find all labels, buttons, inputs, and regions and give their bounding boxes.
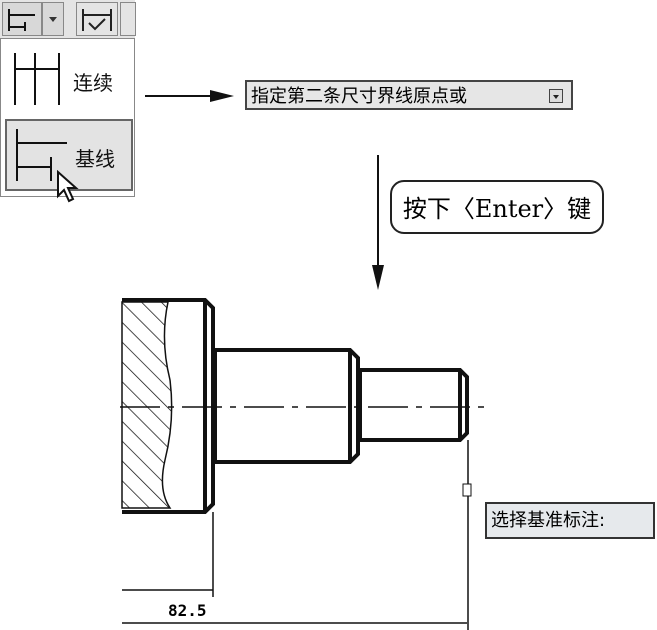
grip-handle[interactable] bbox=[462, 483, 472, 497]
hatched-section bbox=[121, 301, 173, 509]
toolbar-button-partial[interactable] bbox=[120, 2, 136, 36]
menu-item-label: 连续 bbox=[73, 71, 113, 95]
menu-item-label: 基线 bbox=[75, 147, 115, 171]
mouse-cursor-icon bbox=[57, 170, 79, 203]
prompt-text: 指定第二条尺寸界线原点或 bbox=[251, 86, 467, 107]
shaft-drawing: 82.5 bbox=[120, 298, 490, 630]
dropdown-arrow-button[interactable] bbox=[42, 2, 64, 36]
continue-dimension-icon bbox=[14, 53, 60, 105]
command-prompt: 指定第二条尺寸界线原点或 bbox=[245, 80, 573, 110]
down-arrow-icon bbox=[372, 155, 384, 290]
command-tooltip: 选择基准标注: bbox=[485, 502, 655, 539]
baseline-dimension-button[interactable] bbox=[2, 2, 42, 36]
dimension-toolbar bbox=[0, 0, 136, 39]
baseline-dimension-icon bbox=[16, 129, 67, 181]
chevron-down-icon bbox=[49, 17, 57, 22]
dimension-check-icon bbox=[82, 9, 112, 31]
enter-key-callout: 按下〈Enter〉键 bbox=[390, 180, 604, 234]
baseline-dimension-icon bbox=[8, 9, 35, 31]
right-arrow-icon bbox=[145, 90, 234, 102]
dimension-check-button[interactable] bbox=[76, 2, 118, 36]
dropdown-icon[interactable] bbox=[549, 89, 563, 103]
dimension-text: 82.5 bbox=[168, 601, 207, 620]
menu-item-continue[interactable]: 连续 bbox=[5, 45, 129, 113]
